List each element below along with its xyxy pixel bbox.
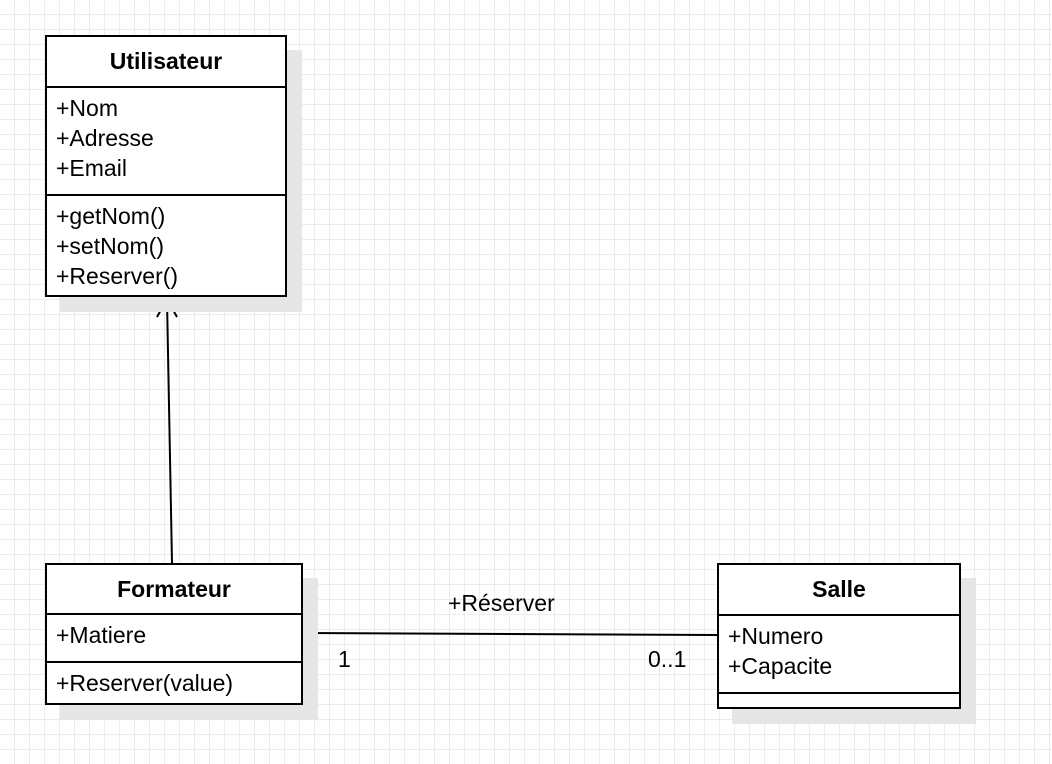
inheritance-line[interactable] [166,299,173,564]
attribute-adresse: +Adresse [56,125,154,151]
method-setnom: +setNom() [56,233,164,259]
multiplicity-formateur: 1 [338,646,351,672]
methods-section: +Reserver(value) [47,661,301,698]
method-reserver: +Reserver() [56,263,179,289]
method-reserver-value: +Reserver(value) [56,670,234,696]
class-formateur[interactable]: Formateur +Matiere +Reserver(value) [45,563,303,705]
inheritance-arrowhead [156,296,178,318]
attributes-section: +Matiere [47,615,301,661]
methods-section: +getNom() +setNom() +Reserver() [47,194,285,291]
attribute-email: +Email [56,155,127,181]
attribute-matiere: +Matiere [56,622,147,648]
association-line[interactable] [303,632,718,636]
method-getnom: +getNom() [56,203,166,229]
class-utilisateur[interactable]: Utilisateur +Nom +Adresse +Email +getNom… [45,35,287,297]
multiplicity-salle: 0..1 [648,646,687,672]
class-salle[interactable]: Salle +Numero +Capacite [717,563,961,709]
attribute-numero: +Numero [728,623,824,649]
association-label: +Réserver [448,590,555,616]
methods-section [719,692,959,699]
attributes-section: +Numero +Capacite [719,616,959,692]
attribute-nom: +Nom [56,95,118,121]
attribute-capacite: +Capacite [728,653,833,679]
attributes-section: +Nom +Adresse +Email [47,88,285,194]
class-name: Formateur [47,565,301,615]
class-name: Salle [719,565,959,616]
class-name: Utilisateur [47,37,285,88]
